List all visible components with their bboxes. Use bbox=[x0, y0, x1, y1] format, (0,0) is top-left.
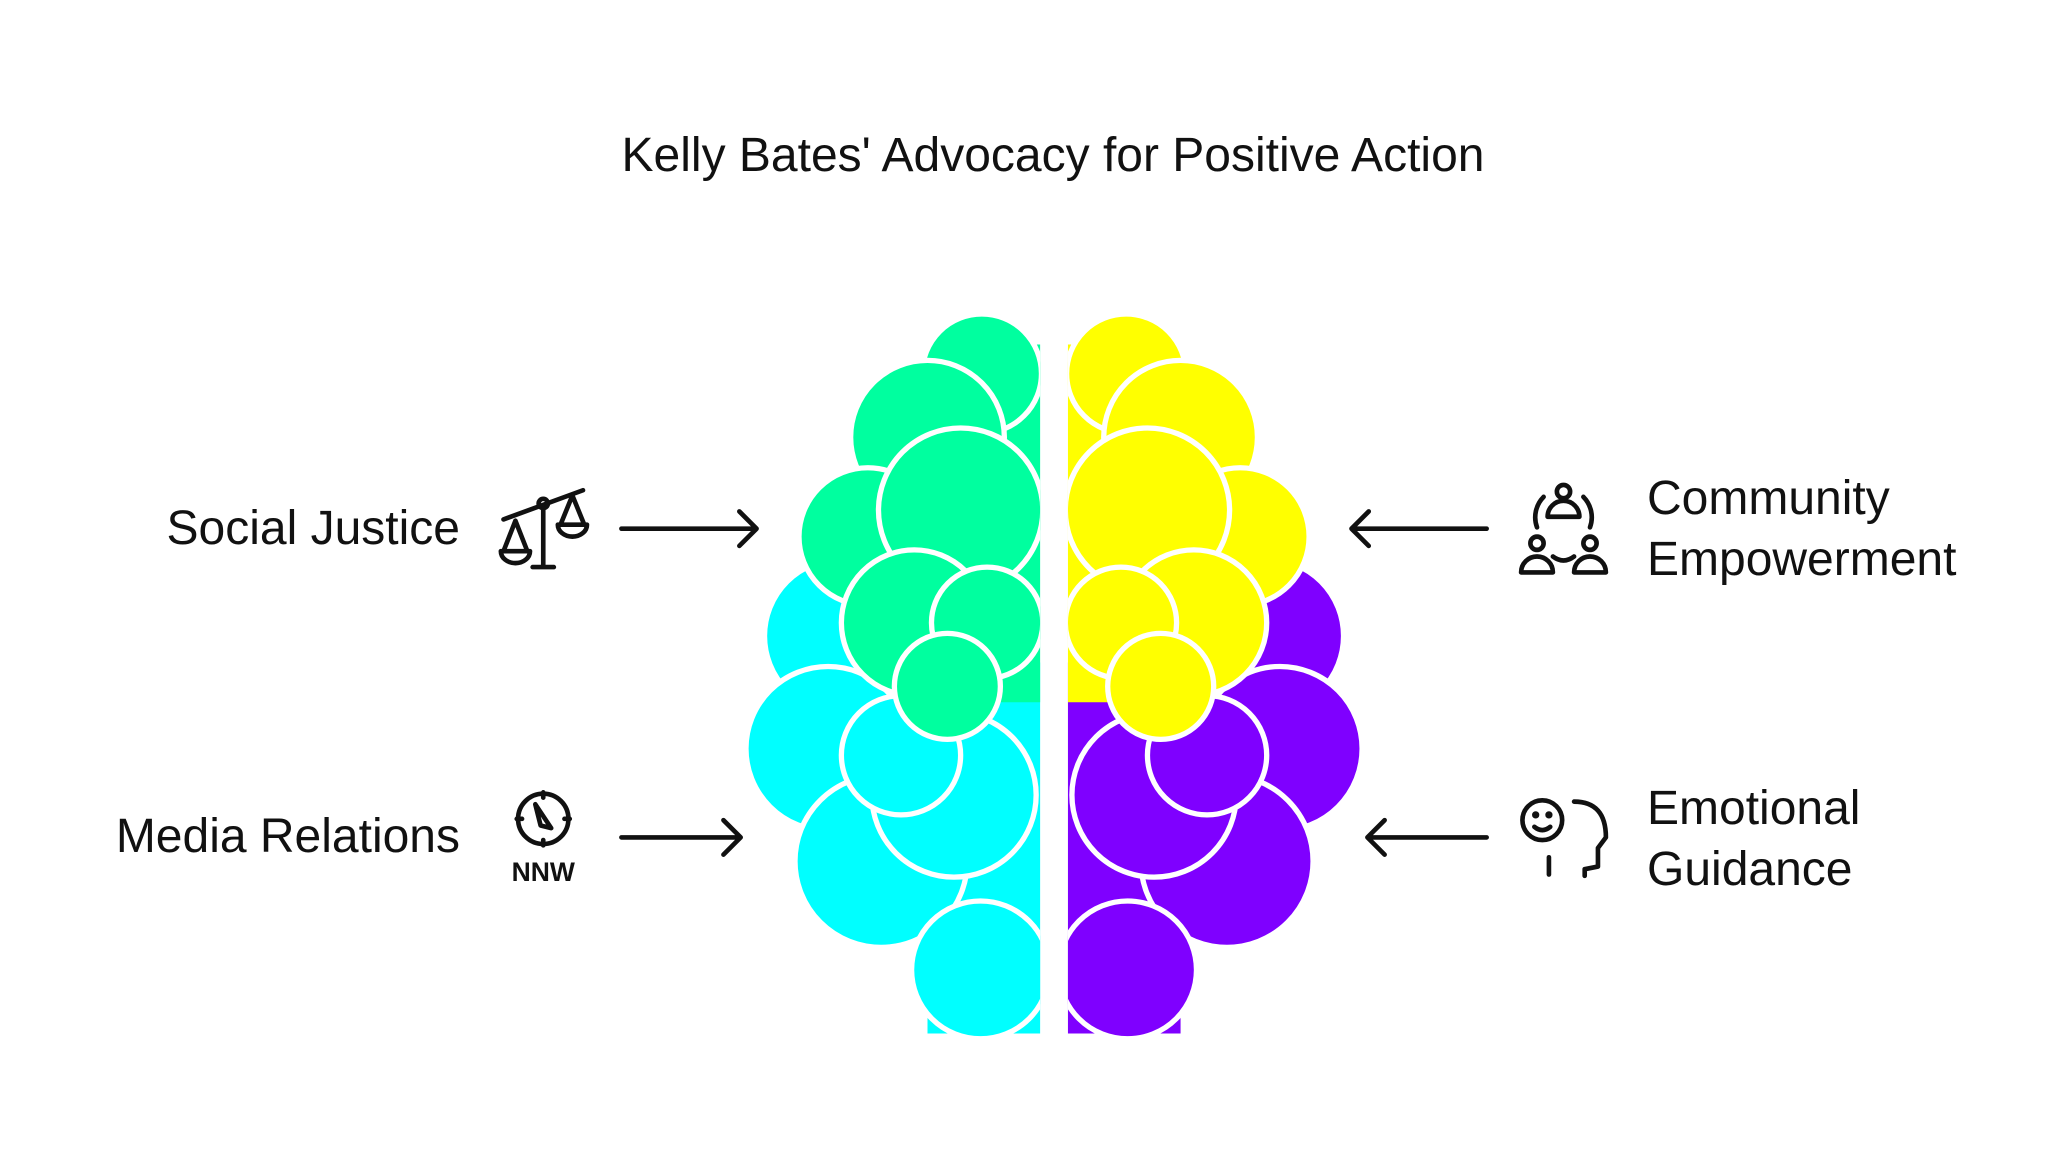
brain-lobe-media-relations bbox=[743, 556, 1041, 1042]
arrow-community-empowerment bbox=[1349, 509, 1489, 549]
label-line: Community bbox=[1647, 472, 1890, 525]
community-icon bbox=[1518, 482, 1609, 575]
label-line: Guidance bbox=[1647, 843, 1853, 896]
label-community-empowerment: Community Empowerment bbox=[1647, 468, 1956, 590]
compass-icon-text: NNW bbox=[512, 857, 575, 887]
brain-lobe-community-empowerment bbox=[1067, 311, 1312, 743]
emotion-head-icon bbox=[1520, 797, 1609, 879]
label-emotional-guidance: Emotional Guidance bbox=[1647, 778, 1860, 900]
brain-lobe-social-justice bbox=[796, 311, 1041, 743]
brain-right-half bbox=[1067, 311, 1365, 1042]
label-media-relations: Media Relations bbox=[115, 810, 460, 863]
label-social-justice: Social Justice bbox=[166, 502, 460, 555]
brain-left-half bbox=[743, 311, 1041, 1042]
diagram-title: Kelly Bates' Advocacy for Positive Actio… bbox=[621, 129, 1485, 182]
arrow-social-justice bbox=[619, 509, 759, 549]
label-line: Empowerment bbox=[1647, 533, 1957, 586]
scales-icon bbox=[498, 487, 590, 570]
arrow-media-relations bbox=[619, 817, 743, 857]
compass-icon bbox=[514, 790, 573, 848]
arrow-emotional-guidance bbox=[1365, 817, 1489, 857]
label-line: Emotional bbox=[1647, 782, 1861, 835]
